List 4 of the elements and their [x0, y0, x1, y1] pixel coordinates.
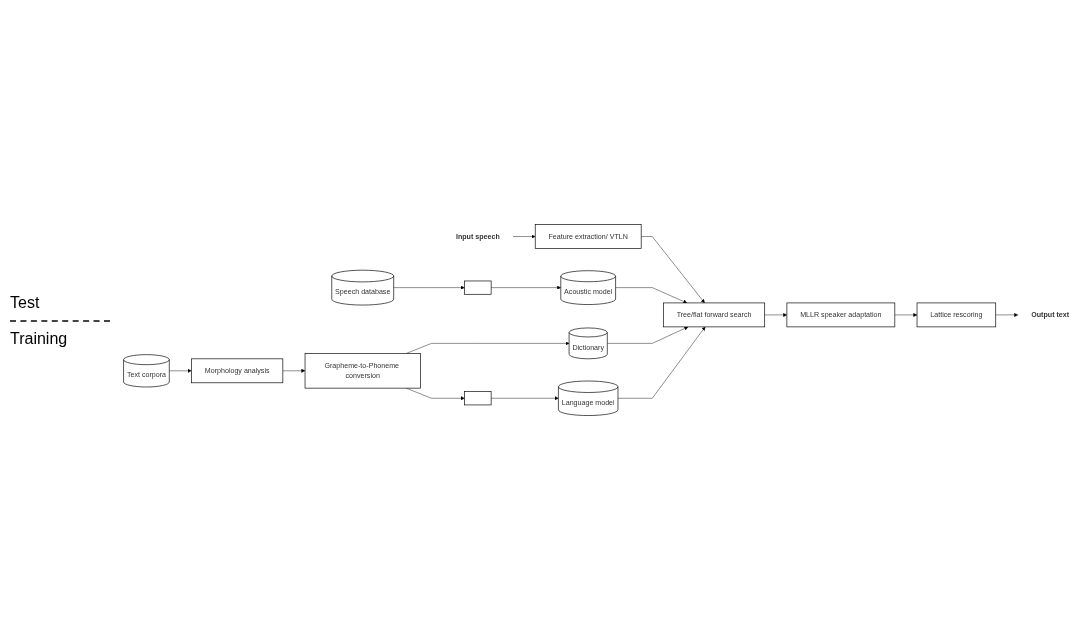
node-box: [464, 281, 492, 296]
section-label: Test: [10, 293, 41, 312]
node-box: [464, 391, 492, 406]
section-label: Training: [10, 329, 69, 348]
